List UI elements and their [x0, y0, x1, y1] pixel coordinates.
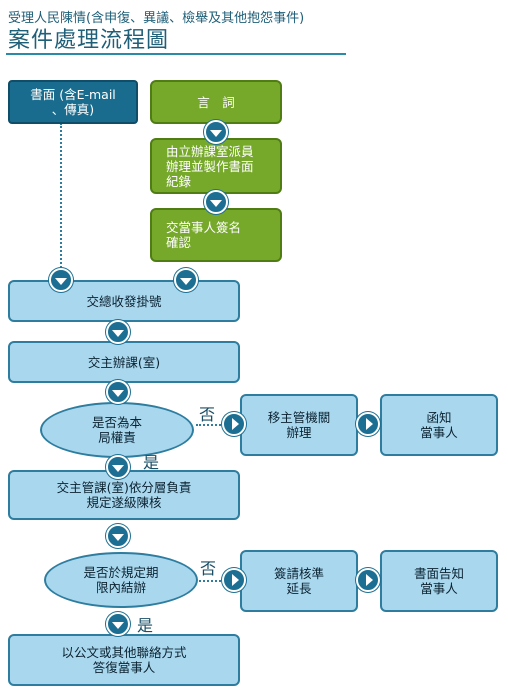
node-transfer: 移主管機關 辦理	[240, 394, 358, 456]
dotted-line-written	[60, 123, 62, 271]
diagram-title: 案件處理流程圖	[8, 28, 170, 53]
arrow-down-icon	[106, 455, 130, 479]
node-written: 書面 (含E-mail 、傳真)	[8, 80, 138, 124]
node-level-review: 交主管課(室)依分層負責 規定遂級陳核	[8, 470, 240, 520]
node-record: 由立辦課室派員 辦理並製作書面 紀錄	[150, 138, 282, 194]
label-yes-1: 是	[143, 453, 160, 472]
arrow-down-icon	[106, 524, 130, 548]
arrow-down-icon	[106, 380, 130, 404]
arrow-down-icon	[106, 320, 130, 344]
decision-authority: 是否為本 局權責	[40, 402, 194, 458]
arrow-down-icon	[174, 268, 198, 292]
node-notify-2: 書面告知 當事人	[380, 550, 498, 612]
arrow-down-icon	[49, 268, 73, 292]
arrow-down-icon	[204, 120, 228, 144]
title-divider	[6, 53, 346, 55]
node-register: 交總收發掛號	[8, 280, 240, 322]
dotted-line-no1	[196, 424, 232, 426]
arrow-right-icon	[222, 568, 246, 592]
node-host-unit: 交主辦課(室)	[8, 341, 240, 383]
arrow-right-icon	[356, 412, 380, 436]
arrow-down-icon	[204, 190, 228, 214]
diagram-subtitle: 受理人民陳情(含申復、異議、檢舉及其他抱怨事件)	[8, 11, 305, 26]
decision-deadline: 是否於規定期 限內結辦	[44, 552, 198, 608]
label-no-1: 否	[199, 405, 216, 424]
arrow-right-icon	[222, 412, 246, 436]
label-no-2: 否	[200, 559, 217, 578]
node-notify-1: 函知 當事人	[380, 394, 498, 456]
dotted-line-no2	[199, 580, 221, 582]
node-sign: 交當事人簽名 確認	[150, 208, 282, 262]
node-reply: 以公文或其他聯絡方式 答復當事人	[8, 634, 240, 686]
node-extend: 簽請核準 延長	[240, 550, 358, 612]
node-verbal: 言 詞	[150, 80, 282, 124]
label-yes-2: 是	[137, 616, 154, 635]
arrow-down-icon	[106, 612, 130, 636]
arrow-right-icon	[356, 568, 380, 592]
